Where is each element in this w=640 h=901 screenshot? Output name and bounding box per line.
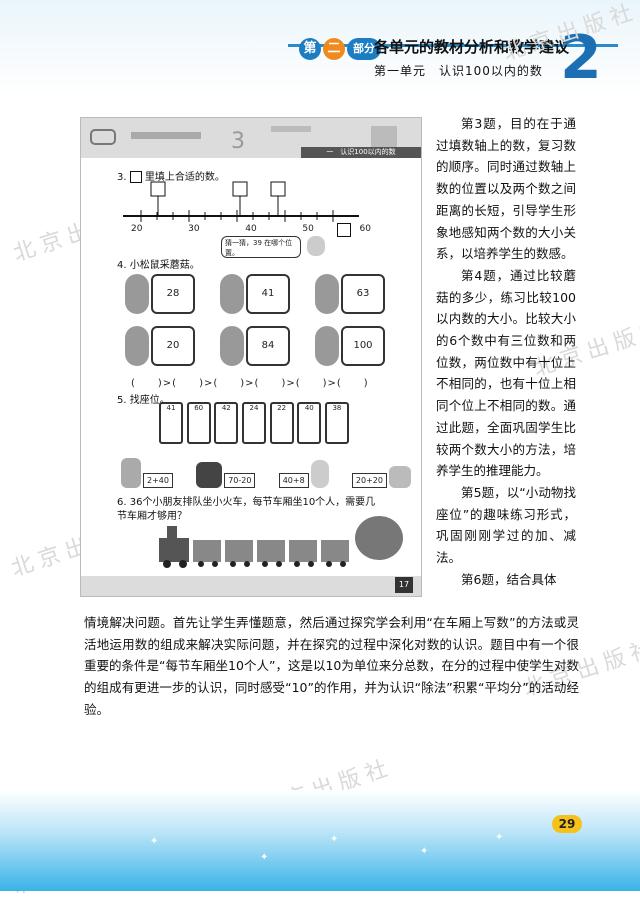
tick-label: 60 bbox=[359, 224, 371, 234]
textbook-page-number: 17 bbox=[395, 577, 413, 593]
horse-icon bbox=[196, 462, 223, 488]
page-number: 29 bbox=[552, 815, 582, 833]
number-line-ticks: 20 30 40 50 60 bbox=[131, 224, 371, 234]
header-rule bbox=[288, 44, 618, 47]
commentary-paragraph: 第6题，结合具体 bbox=[461, 571, 557, 587]
squirrel-icon bbox=[220, 326, 244, 366]
sparkle-icon: ✦ bbox=[420, 846, 429, 857]
basket-value: 63 bbox=[341, 274, 385, 314]
svg-text:3: 3 bbox=[231, 129, 245, 154]
part-badge: 第 二 部分 bbox=[299, 38, 381, 60]
section-number-logo: 2 bbox=[560, 23, 602, 93]
question-number: 6. bbox=[117, 497, 127, 508]
squirrel-icon bbox=[315, 274, 339, 314]
question-number: 3. bbox=[117, 172, 127, 183]
train-icon bbox=[159, 516, 403, 568]
giraffe-icon bbox=[121, 458, 141, 488]
squirrel-basket: 20 bbox=[125, 322, 195, 370]
commentary-paragraph: 第5题，以“小动物找座位”的趣味练习形式，巩固刚刚学过的加、减法。 bbox=[436, 484, 576, 566]
question-4: 4. 小松鼠采蘑菇。 bbox=[117, 256, 200, 271]
equation-card: 70-20 bbox=[224, 473, 256, 488]
cow-icon bbox=[388, 466, 411, 488]
squirrel-basket: 28 bbox=[125, 270, 195, 318]
sparkle-icon: ✦ bbox=[330, 834, 339, 845]
question-number: 5. bbox=[117, 395, 127, 406]
textbook-footer-band: 17 bbox=[81, 576, 421, 596]
sparkle-icon: ✦ bbox=[495, 832, 504, 843]
question-6: 6. 36个小朋友排队坐小火车，每节车厢坐10个人，需要几节车厢才够用？ bbox=[117, 496, 377, 524]
chair-seat: 40 bbox=[297, 402, 322, 444]
sparkle-icon: ✦ bbox=[260, 852, 269, 863]
basket-value: 20 bbox=[151, 326, 195, 366]
part-badge-char: 第 bbox=[299, 38, 321, 60]
blank-box-icon bbox=[337, 223, 351, 237]
part-badge-char: 二 bbox=[323, 38, 345, 60]
blank-box-icon bbox=[150, 181, 166, 197]
tick-label: 30 bbox=[188, 224, 200, 234]
animal-card: 40+8 bbox=[278, 460, 329, 488]
seat-row: 41 60 42 24 22 40 38 bbox=[159, 402, 349, 444]
blank-box-icon bbox=[232, 181, 248, 197]
animal-card: 20+20 bbox=[351, 466, 411, 488]
blank-box-icon bbox=[270, 181, 286, 197]
question-prompt: 36个小朋友排队坐小火车，每节车厢坐10个人，需要几节车厢才够用？ bbox=[117, 497, 376, 522]
chair-seat: 60 bbox=[186, 402, 211, 444]
rabbit-icon bbox=[310, 460, 329, 488]
squirrel-row-1: 28 41 63 bbox=[125, 270, 385, 318]
equation-card: 20+20 bbox=[351, 473, 387, 488]
chair-seat: 24 bbox=[241, 402, 266, 444]
part-badge-char: 部分 bbox=[347, 38, 381, 60]
squirrel-basket: 84 bbox=[220, 322, 290, 370]
number-line bbox=[123, 181, 359, 222]
question-5: 5. 找座位。 bbox=[117, 391, 170, 406]
commentary-column: 第3题，目的在于通过填数轴上的数，复习数的顺序。同时通过数轴上数的位置以及两个数… bbox=[436, 113, 576, 590]
animal-cards: 2+40 70-20 40+8 20+20 bbox=[121, 448, 411, 488]
page-header: 第 二 部分 各单元的教材分析和教学建议 第一单元 认识100以内的数 2 bbox=[0, 0, 640, 95]
squirrel-basket: 100 bbox=[315, 322, 385, 370]
tick-label: 50 bbox=[302, 224, 314, 234]
chair-seat: 41 bbox=[159, 402, 183, 444]
tunnel-icon bbox=[355, 516, 403, 560]
comparison-blanks: ( )>( )>( )>( )>( )>( ) bbox=[131, 378, 369, 389]
chair-seat: 22 bbox=[269, 402, 294, 444]
chair-seat: 42 bbox=[214, 402, 239, 444]
squirrel-basket: 41 bbox=[220, 270, 290, 318]
equation-card: 2+40 bbox=[143, 473, 173, 488]
basket-value: 28 bbox=[151, 274, 195, 314]
unit-subtitle: 第一单元 认识100以内的数 bbox=[374, 64, 543, 78]
tick-label: 40 bbox=[245, 224, 257, 234]
squirrel-icon bbox=[125, 274, 149, 314]
textbook-banner: 3 一 认识100以内的数 bbox=[81, 118, 421, 158]
textbook-page-image: 3 一 认识100以内的数 3. 里填上合适的数。 20 30 40 50 60 bbox=[80, 117, 422, 597]
question-prompt: 找座位。 bbox=[129, 395, 170, 406]
section-title: 各单元的教材分析和教学建议 bbox=[374, 38, 570, 56]
question-prompt: 小松鼠采蘑菇。 bbox=[129, 260, 200, 271]
boy-icon bbox=[307, 236, 325, 256]
question-3: 3. 里填上合适的数。 bbox=[117, 168, 225, 183]
basket-value: 41 bbox=[246, 274, 290, 314]
commentary-continuation: 情境解决问题。首先让学生弄懂题意，然后通过探究学会利用“在车厢上写数”的方法或灵… bbox=[84, 615, 579, 717]
equation-card: 40+8 bbox=[278, 473, 309, 488]
page-footer bbox=[0, 790, 640, 891]
squirrel-icon bbox=[125, 326, 149, 366]
textbook-unit-strip: 一 认识100以内的数 bbox=[301, 147, 421, 158]
squirrel-icon bbox=[220, 274, 244, 314]
squirrel-row-2: 20 84 100 bbox=[125, 322, 385, 370]
basket-value: 84 bbox=[246, 326, 290, 366]
speech-bubble: 猜一猜，39 在哪个位置。 bbox=[221, 236, 301, 258]
animal-card: 2+40 bbox=[121, 458, 173, 488]
question-number: 4. bbox=[117, 260, 127, 271]
squirrel-basket: 63 bbox=[315, 270, 385, 318]
commentary-paragraph: 第4题，通过比较蘑菇的多少，练习比较100以内数的大小。比较大小的6个数中有三位… bbox=[436, 267, 576, 479]
question-prompt: 里填上合适的数。 bbox=[144, 172, 225, 183]
tick-label: 20 bbox=[131, 224, 143, 234]
chair-seat: 38 bbox=[324, 402, 349, 444]
stationery-icon: 3 bbox=[90, 126, 397, 154]
basket-value: 100 bbox=[341, 326, 385, 366]
sparkle-icon: ✦ bbox=[150, 836, 159, 847]
squirrel-icon bbox=[315, 326, 339, 366]
commentary-paragraph: 第3题，目的在于通过填数轴上的数，复习数的顺序。同时通过数轴上数的位置以及两个数… bbox=[436, 116, 576, 262]
animal-card: 70-20 bbox=[196, 462, 256, 488]
